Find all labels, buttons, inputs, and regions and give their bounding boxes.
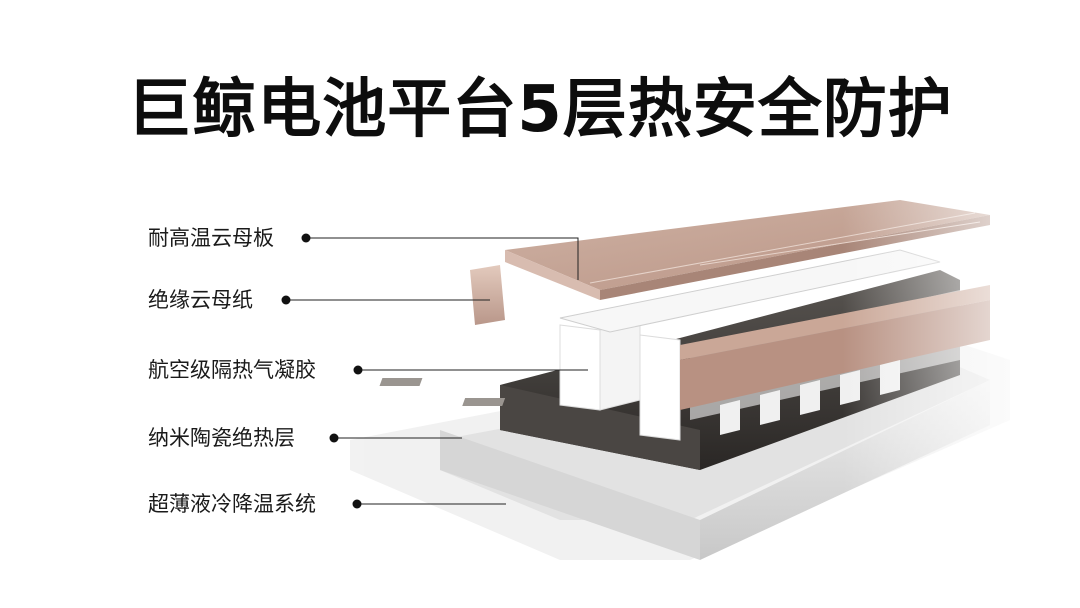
leader-dot-aerogel bbox=[354, 366, 363, 375]
layer-label-mica-paper: 绝缘云母纸 bbox=[148, 287, 253, 313]
leader-dot-mica-paper bbox=[282, 296, 291, 305]
layer-label-cooling: 超薄液冷降温系统 bbox=[148, 491, 316, 517]
leader-dot-ceramic bbox=[330, 434, 339, 443]
leader-dot-mica-board bbox=[302, 234, 311, 243]
leader-dot-cooling bbox=[353, 500, 362, 509]
layer-label-aerogel: 航空级隔热气凝胶 bbox=[148, 357, 316, 383]
layer-label-mica-board: 耐高温云母板 bbox=[148, 225, 274, 251]
layer-label-ceramic: 纳米陶瓷绝热层 bbox=[148, 425, 295, 451]
